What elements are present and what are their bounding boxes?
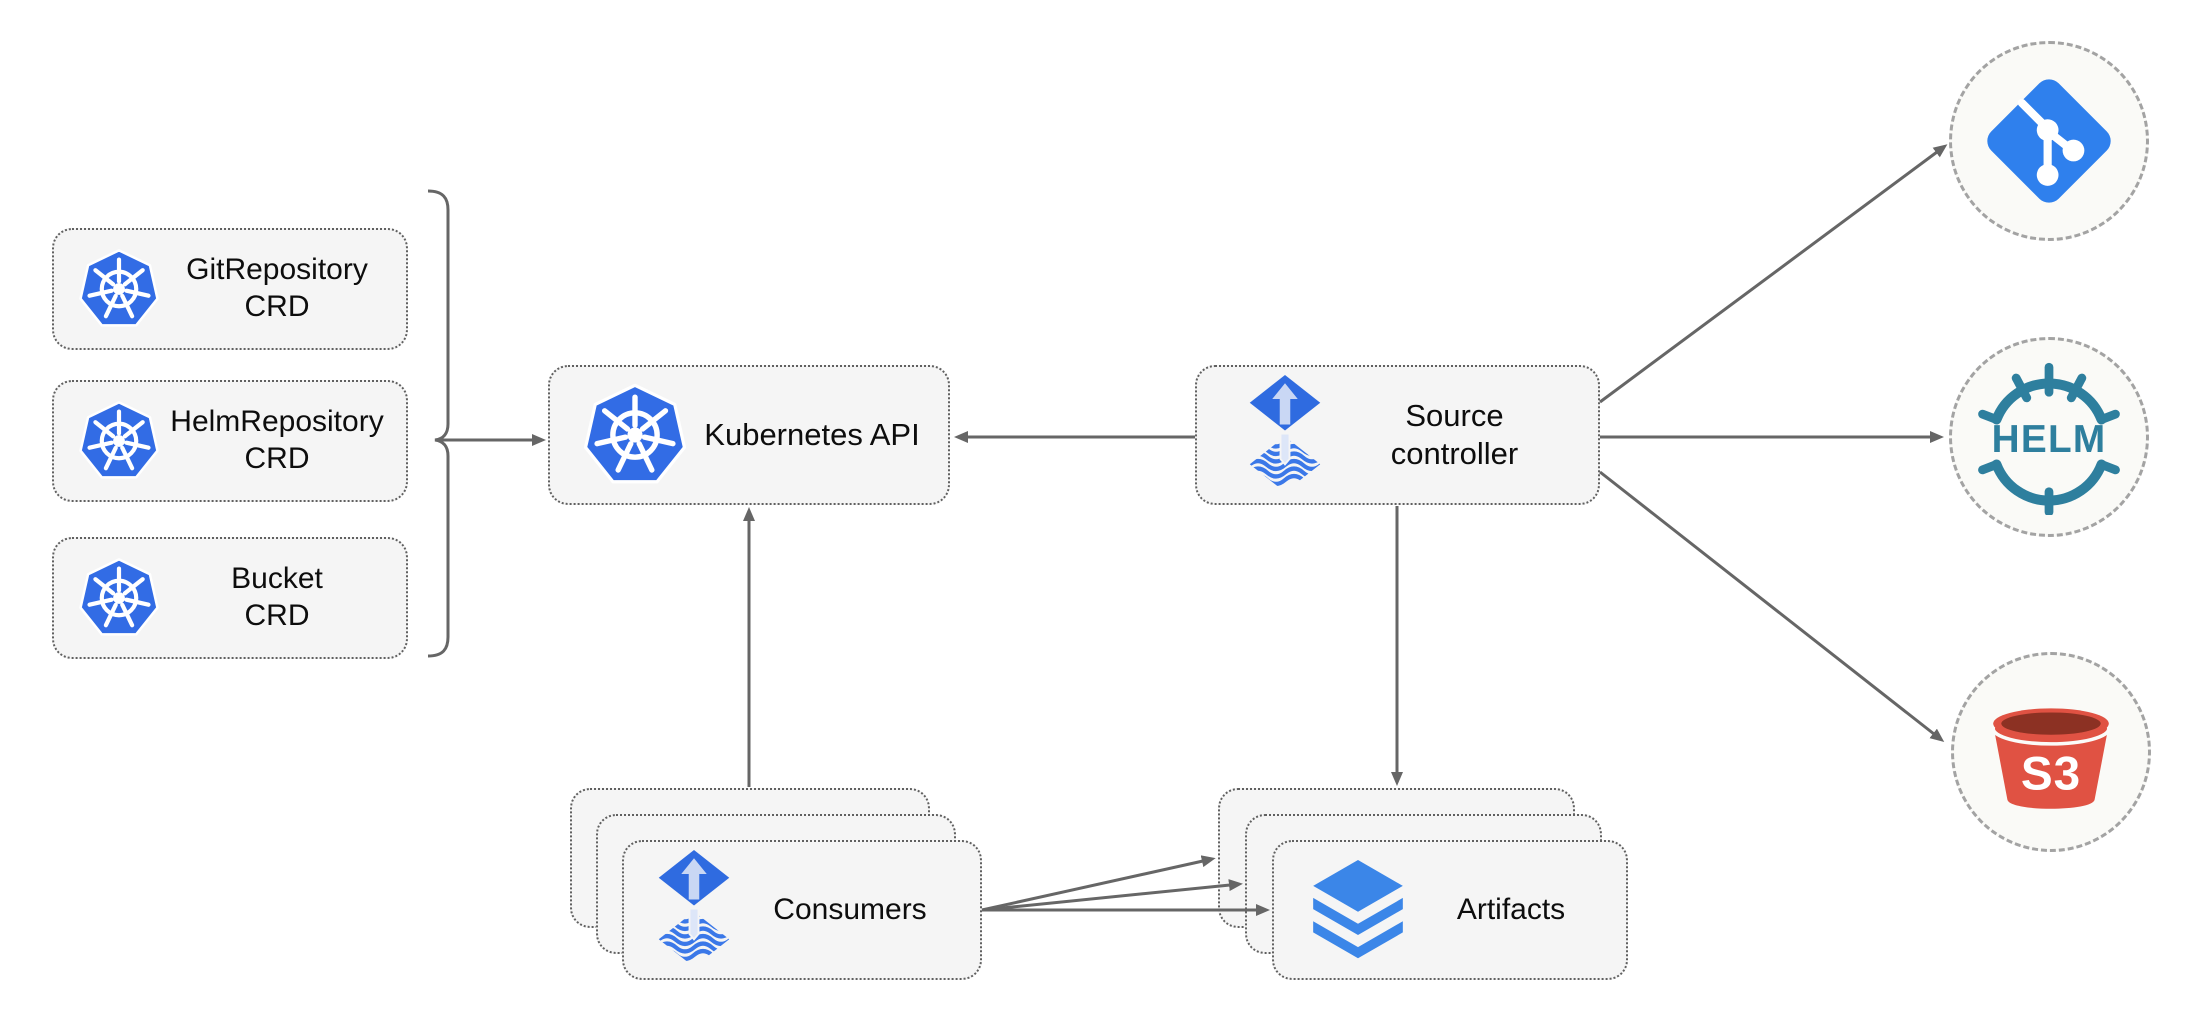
arrow-consumers-to-artifacts-1 (981, 855, 1216, 912)
layers-icon (1306, 860, 1410, 960)
flux-icon (1245, 375, 1325, 495)
kubernetes-icon (76, 399, 162, 483)
s3-external-source (1951, 652, 2151, 852)
bucket-crd-label: Bucket CRD (231, 562, 323, 632)
kubernetes-api-node: Kubernetes API (548, 365, 950, 505)
gitrepository-crd-label: GitRepository CRD (186, 253, 368, 323)
helmrepository-crd-node: HelmRepository CRD (52, 380, 408, 502)
helm-external-source (1949, 337, 2149, 537)
bucket-crd-node: Bucket CRD (52, 537, 408, 659)
helmrepository-crd-label: HelmRepository CRD (170, 405, 384, 475)
kubernetes-icon (580, 381, 690, 489)
arrow-consumers-to-artifacts-2 (981, 879, 1243, 912)
artifacts-label: Artifacts (1456, 892, 1566, 926)
source-controller-node: Source controller (1195, 365, 1600, 505)
gitrepository-crd-node: GitRepository CRD (52, 228, 408, 350)
arrow-source-controller-to-s3 (1599, 470, 1945, 743)
kubernetes-icon (76, 247, 162, 331)
flux-icon (654, 850, 734, 970)
crd-group-bracket (427, 189, 450, 658)
consumers-label: Consumers (773, 892, 927, 926)
artifacts-node: Artifacts (1272, 840, 1628, 980)
source-controller-label: Source controller (1390, 398, 1519, 471)
git-external-source (1949, 41, 2149, 241)
git-icon (1981, 73, 2117, 209)
consumers-node: Consumers (622, 840, 982, 980)
kubernetes-api-label: Kubernetes API (704, 417, 920, 453)
kubernetes-icon (76, 556, 162, 640)
helm-icon (1974, 359, 2124, 515)
s3-icon (1980, 681, 2122, 823)
arrow-source-controller-to-git (1599, 144, 1948, 404)
